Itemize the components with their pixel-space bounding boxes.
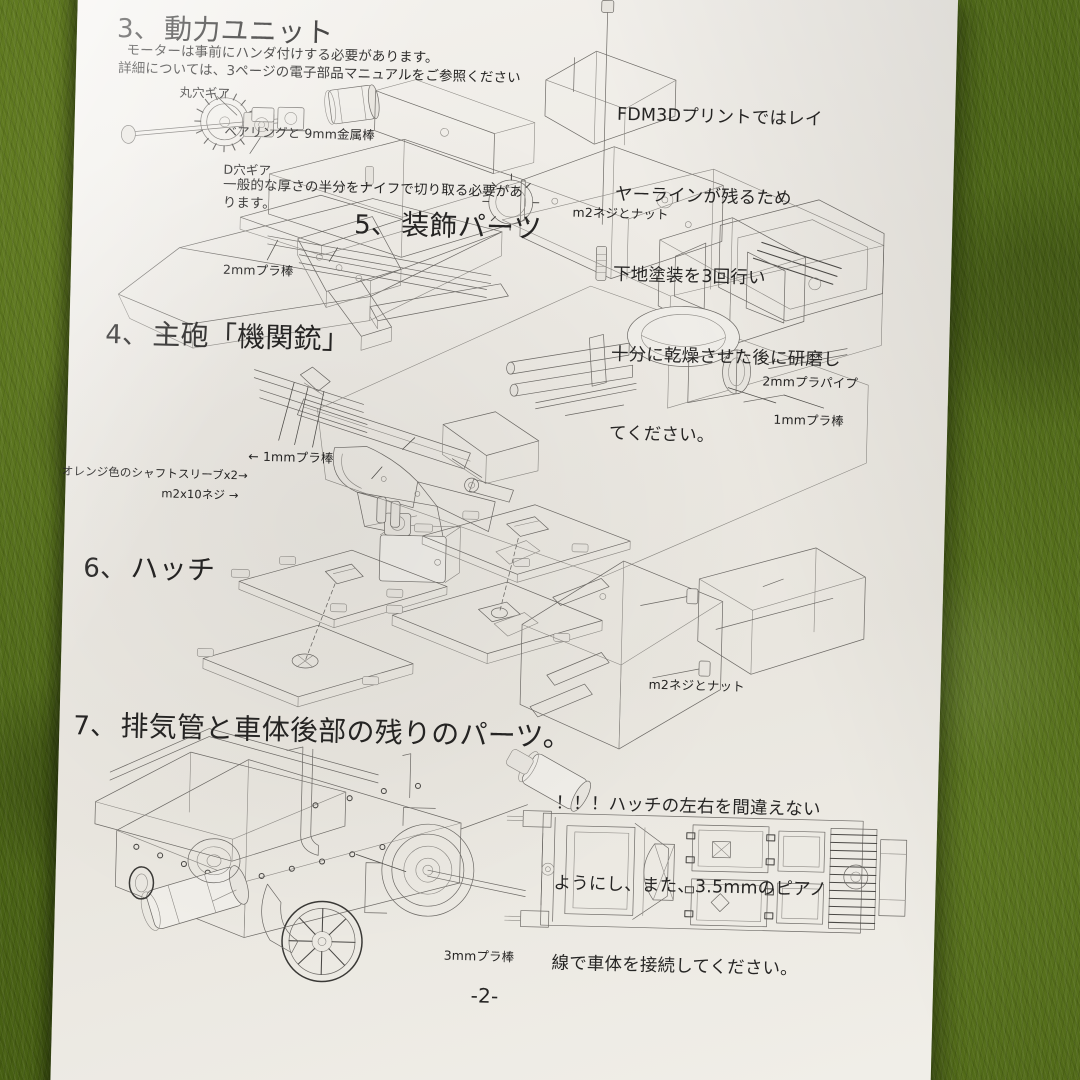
warning-note: ！！！ハッチの左右を間違えない ようにし、また、3.5mmのピアノ 線で車体を接… <box>550 737 831 1036</box>
section-4-heading: 4、主砲「機関銃」 <box>105 312 351 358</box>
callout-2mm-plastic-pipe: 2mmプラパイプ <box>762 373 859 391</box>
section-4-title: 主砲「機関銃」 <box>151 318 351 357</box>
callout-1mm-plastic-rod-gun: ← 1mmプラ棒 <box>248 448 334 466</box>
instruction-sheet: 3、動力ユニット モーターは事前にハンダ付けする必要があります。 詳細については… <box>49 0 959 1080</box>
section-6-title: ハッチ <box>130 551 216 587</box>
warning-note-line-2: ようにし、また、3.5mmのピアノ <box>553 873 828 901</box>
side-note-line-1: FDM3Dプリントではレイ <box>616 104 823 131</box>
side-note-line-2: ヤーラインが残るため <box>614 184 792 210</box>
callout-orange-shaft-sleeve: オレンジ色のシャフトスリーブx2→ <box>61 463 248 483</box>
callout-m2x10-screw: m2x10ネジ → <box>161 486 239 503</box>
callout-round-hole-gear: 丸穴ギア <box>179 84 231 101</box>
side-note-line-4: 十分に乾燥させた後に研磨し <box>610 344 841 370</box>
drawing-hatches <box>196 496 631 715</box>
drawing-rear-chassis <box>91 726 595 989</box>
callout-2mm-plastic-rod: 2mmプラ棒 <box>222 261 294 279</box>
section-6-number: 6、 <box>82 553 127 585</box>
callout-m2-screw-nut-hatch: m2ネジとナット <box>648 676 745 695</box>
section-4-number: 4、 <box>104 319 149 351</box>
drawing-main-gun <box>249 366 540 585</box>
section-7-number: 7、 <box>72 711 117 743</box>
side-note: FDM3Dプリントではレイ ヤーラインが残るため 下地塗装を3回行い 十分に乾燥… <box>607 49 848 507</box>
callout-d-hole-gear: D穴ギア <box>223 161 272 178</box>
callout-3mm-plastic-rod: 3mmプラ棒 <box>443 947 515 965</box>
section-7-heading: 7、排気管と車体後部の残りのパーツ。 <box>73 703 572 756</box>
page-number: -2- <box>470 983 499 1008</box>
section-5-heading: 5、装飾パーツ <box>354 202 543 247</box>
side-note-line-3: 下地塗装を3回行い <box>612 264 766 289</box>
warning-note-line-3: 線で車体を接続してください。 <box>551 953 799 980</box>
warning-note-line-1: ！！！ハッチの左右を間違えない <box>555 793 821 821</box>
section-7-title: 排気管と車体後部の残りのパーツ。 <box>120 709 572 754</box>
callout-1mm-plastic-rod-deco: 1mmプラ棒 <box>773 411 845 429</box>
section-3-note-2: 詳細については、3ページの電子部品マニュアルをご参照ください <box>117 60 521 87</box>
callout-bearing-metal-rod: ベアリングと 9mm金属棒 <box>224 123 376 143</box>
section-5-number: 5、 <box>353 210 398 242</box>
section-5-title: 装飾パーツ <box>400 208 543 245</box>
section-3-number: 3、 <box>116 14 161 46</box>
section-6-heading: 6、ハッチ <box>83 545 216 588</box>
